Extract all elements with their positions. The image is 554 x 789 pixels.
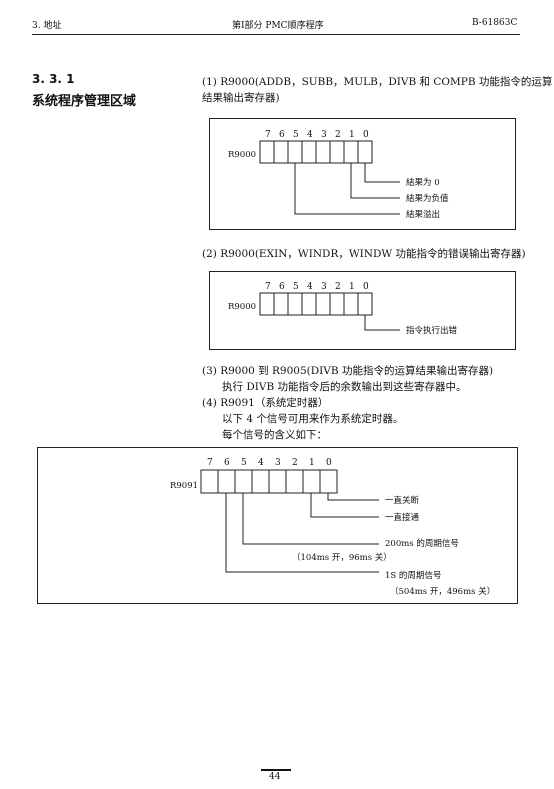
bit-number: 7 [207, 458, 213, 468]
bit-number-row: 7 6 5 4 3 2 1 0 [207, 458, 332, 468]
paragraph-4-line-1: (4) R9091（系统定时器） [202, 397, 329, 409]
register-label: R9000 [228, 302, 256, 312]
diagram-r9091-timer-box: 7 6 5 4 3 2 1 0 R9091 一直关断 一直接通 200ms 的周… [37, 447, 518, 604]
paragraph-2: (2) R9000(EXIN，WINDR，WINDW 功能指令的错误输出寄存器) [202, 248, 526, 260]
bit-number: 1 [309, 458, 315, 468]
page-number: 44 [269, 772, 281, 782]
bit-number: 0 [326, 458, 332, 468]
paragraph-3-line-2: 执行 DIVB 功能指令后的余数输出到这些寄存器中。 [222, 381, 467, 393]
header-rule [32, 34, 520, 35]
bit-description: 1S 的周期信号 [385, 570, 441, 581]
bit-number: 2 [292, 458, 298, 468]
bit-number: 3 [275, 458, 281, 468]
register-cells [259, 292, 373, 316]
bit-number: 6 [279, 282, 285, 292]
bit-number-row: 7 6 5 4 3 2 1 0 [265, 282, 369, 292]
paragraph-4-line-2: 以下 4 个信号可用来作为系统定时器。 [222, 413, 404, 425]
bit-number: 5 [241, 458, 247, 468]
register-cells [259, 140, 373, 164]
bit-number-row: 7 6 5 4 3 2 1 0 [265, 130, 369, 140]
bit-description: 一直关断 [385, 495, 420, 506]
bit-timing-note: （504ms 开，496ms 关） [390, 586, 495, 597]
register-label: R9091 [170, 481, 198, 491]
bit-timing-note: （104ms 开，96ms 关） [292, 552, 392, 563]
bit-number: 7 [265, 282, 271, 292]
bit-number: 4 [258, 458, 264, 468]
bit-description: 200ms 的周期信号 [385, 538, 459, 549]
bit-description: 結果为负值 [406, 193, 449, 204]
bit-number: 6 [279, 130, 285, 140]
header-doc-number: B-61863C [472, 18, 518, 28]
leader-lines [225, 493, 379, 573]
bit-number: 5 [293, 282, 299, 292]
bit-number: 3 [321, 282, 327, 292]
bit-number: 4 [307, 282, 313, 292]
bit-number: 6 [224, 458, 230, 468]
bit-number: 1 [349, 130, 355, 140]
bit-description: 一直接通 [385, 512, 420, 523]
section-number: 3. 3. 1 [32, 72, 75, 86]
paragraph-3-line-1: (3) R9000 到 R9005(DIVB 功能指令的运算结果输出寄存器) [202, 365, 494, 377]
bit-number: 2 [335, 130, 341, 140]
paragraph-1-line-1: (1) R9000(ADDB，SUBB，MULB，DIVB 和 COMPB 功能… [202, 76, 553, 88]
diagram-r9000-error: 7 6 5 4 3 2 1 0 R9000 指令执行出错 [228, 282, 458, 336]
header-chapter: 3. 地址 [32, 21, 62, 31]
register-label: R9000 [228, 150, 256, 160]
bit-number: 0 [363, 130, 369, 140]
bit-number: 5 [293, 130, 299, 140]
bit-number: 0 [363, 282, 369, 292]
bit-description: 結果为 0 [406, 177, 440, 188]
bit-number: 1 [349, 282, 355, 292]
paragraph-1-line-2: 结果输出寄存器) [202, 92, 280, 104]
leader-lines [294, 163, 400, 215]
diagram-r9091-timer: 7 6 5 4 3 2 1 0 R9091 一直关断 一直接通 200ms 的周… [170, 458, 495, 597]
register-cells [200, 469, 338, 494]
diagram-r9000-result-box: 7 6 5 4 3 2 1 0 R9000 結果为 0 結果为负值 結果溢出 [209, 118, 516, 230]
footer-rule [261, 769, 291, 771]
bit-number: 2 [335, 282, 341, 292]
bit-description: 結果溢出 [406, 209, 440, 220]
bit-description: 指令执行出错 [406, 325, 458, 336]
diagram-r9000-error-box: 7 6 5 4 3 2 1 0 R9000 指令执行出错 [209, 271, 516, 350]
diagram-r9000-result: 7 6 5 4 3 2 1 0 R9000 結果为 0 結果为负值 結果溢出 [228, 130, 449, 220]
section-title: 系统程序管理区域 [32, 94, 137, 109]
bit-number: 3 [321, 130, 327, 140]
leader-lines [364, 315, 400, 331]
paragraph-4-line-3: 每个信号的含义如下： [222, 429, 327, 441]
bit-number: 7 [265, 130, 271, 140]
header-part-title: 第Ⅰ部分 PMC顺序程序 [232, 21, 324, 31]
bit-number: 4 [307, 130, 313, 140]
